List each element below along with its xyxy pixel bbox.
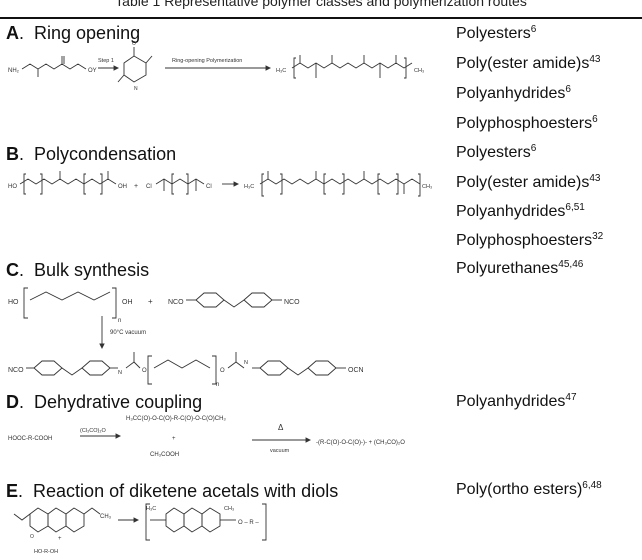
svg-text:CH₃: CH₃ (414, 68, 424, 74)
polymer-class: Polyphosphoesters32 (456, 231, 604, 250)
scheme-b-polycondensation: HO OH + Cl Cl H₃C (8, 171, 432, 197)
svg-text:NCO: NCO (284, 299, 300, 306)
scheme-d-dehydrative-coupling: HOOC-R-COOH (Cl₃CO)₂O H₃CC(O)-O-C(O)-R-C… (8, 416, 405, 458)
svg-text:+: + (58, 536, 62, 542)
scheme-c-bulk-synthesis: HO n OH + NCO NCO 90°C vacuum NCO (8, 287, 364, 388)
svg-text:n: n (216, 382, 219, 388)
scheme-e-diketene-acetal: CH₃ O + HO-R-OH H₃C CH₃ O – R – (13, 503, 267, 555)
svg-text:HO: HO (8, 299, 19, 306)
polymer-class: Polyanhydrides47 (456, 392, 577, 411)
svg-text:OCN: OCN (348, 367, 364, 374)
svg-text:+: + (134, 183, 138, 190)
section-c-heading: C. Bulk synthesis (6, 260, 150, 280)
svg-text:H₃C: H₃C (146, 506, 156, 512)
svg-text:Cl: Cl (146, 184, 152, 190)
svg-text:N: N (244, 360, 248, 366)
svg-text:n: n (118, 318, 121, 324)
reaction-label: Ring-opening Polymerization (172, 58, 242, 64)
svg-text:CH₃: CH₃ (422, 184, 432, 190)
svg-text:(Cl₃CO)₂O: (Cl₃CO)₂O (80, 428, 106, 434)
svg-text:CH₃: CH₃ (100, 514, 112, 520)
polymer-class: Polyesters6 (456, 24, 537, 43)
svg-text:H₃C: H₃C (244, 184, 254, 190)
svg-text:NCO: NCO (168, 299, 184, 306)
section-a-heading: A. Ring opening (6, 23, 141, 43)
section-b-heading: B. Polycondensation (6, 144, 177, 164)
svg-text:OH: OH (118, 184, 127, 190)
condition-label: 90°C vacuum (110, 330, 146, 336)
svg-text:H₃CC(O)-O-C(O)-R-C(O)-O-C(O)CH: H₃CC(O)-O-C(O)-R-C(O)-O-C(O)CH₃ (126, 416, 226, 422)
svg-text:CH₃COOH: CH₃COOH (150, 452, 179, 458)
section-d-heading: D. Dehydrative coupling (6, 392, 203, 412)
svg-text:HO: HO (8, 184, 17, 190)
svg-text:+: + (148, 297, 153, 306)
polymer-class: Polyphosphoesters6 (456, 114, 598, 133)
step-label: Step 1 (98, 58, 114, 64)
svg-text:HO-R-OH: HO-R-OH (34, 549, 58, 555)
svg-text:O: O (220, 368, 225, 374)
polymer-class: Poly(ortho esters)6,48 (456, 480, 602, 499)
polymer-class: Polyanhydrides6 (456, 84, 571, 103)
section-e-heading: E. Reaction of diketene acetals with dio… (6, 481, 339, 501)
svg-text:N: N (134, 86, 138, 92)
svg-text:NH₂: NH₂ (8, 68, 20, 74)
svg-text:Δ: Δ (278, 423, 284, 432)
table-caption: Table 1 Representative polymer classes a… (115, 0, 527, 9)
svg-text:O – R –: O – R – (238, 520, 259, 526)
svg-text:O: O (132, 41, 136, 47)
svg-text:Cl: Cl (206, 184, 212, 190)
svg-text:O: O (30, 534, 34, 540)
svg-text:NCO: NCO (8, 367, 24, 374)
svg-text:H₃C: H₃C (276, 68, 286, 74)
polymer-class: Polyurethanes45,46 (456, 259, 584, 278)
svg-text:N: N (118, 370, 122, 376)
polymer-class: Poly(ester amide)s43 (456, 173, 601, 192)
svg-text:CH₃: CH₃ (224, 506, 234, 512)
svg-text:-(R-C(O)-O-C(O)-)- + (CH₃CO)₂O: -(R-C(O)-O-C(O)-)- + (CH₃CO)₂O (316, 440, 405, 446)
scheme-a-ring-opening: NH₂ OY Step 1 O N Ring-opening Polymeriz… (8, 41, 424, 92)
svg-text:O: O (142, 368, 147, 374)
svg-text:+: + (172, 436, 176, 442)
polymer-class: Poly(ester amide)s43 (456, 54, 601, 73)
svg-text:HOOC-R-COOH: HOOC-R-COOH (8, 436, 52, 442)
polymer-class: Polyesters6 (456, 143, 537, 162)
polymer-class: Polyanhydrides6,51 (456, 202, 585, 221)
svg-text:vacuum: vacuum (270, 448, 290, 454)
svg-text:OY: OY (88, 68, 97, 74)
header-rule (0, 17, 642, 19)
svg-text:OH: OH (122, 299, 133, 306)
